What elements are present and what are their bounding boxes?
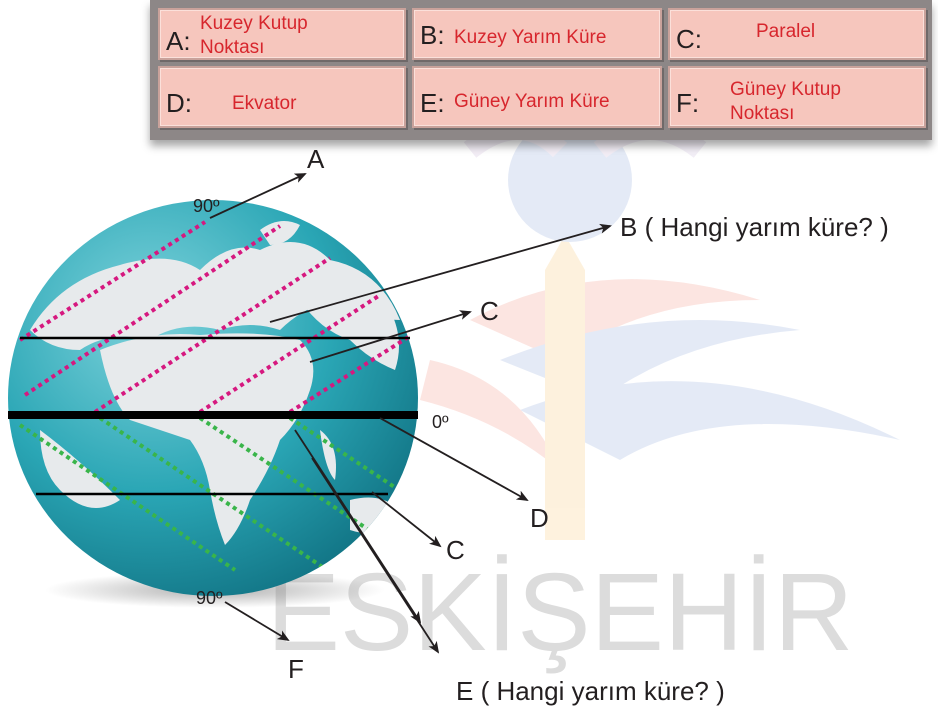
degree-label-top: 90º (193, 196, 220, 216)
watermark-text: ESKİŞEHİR (267, 551, 854, 674)
cell-letter: B: (420, 20, 445, 50)
cell-answer: Paralel (756, 21, 816, 42)
arrow-e-2 (294, 429, 422, 624)
cell-letter: C: (676, 24, 702, 54)
degree-label-equator: 0º (432, 412, 449, 432)
label-d: D (530, 503, 549, 533)
label-e: E ( Hangi yarım küre? ) (456, 676, 725, 706)
label-a: A (307, 144, 325, 174)
answer-cell-b: B: Kuzey Yarım Küre (412, 8, 662, 60)
label-f: F (288, 654, 304, 684)
arrow-d (379, 417, 529, 501)
cell-answer: Kuzey Yarım Küre (454, 27, 607, 48)
answer-cell-e: E: Güney Yarım Küre (412, 66, 662, 128)
answer-table: A: Kuzey Kutup Noktası B: Kuzey Yarım Kü… (150, 0, 932, 140)
northern-dotted-lines (18, 220, 412, 414)
cell-answer: Güney Yarım Küre (454, 91, 610, 112)
cell-answer: Kuzey Kutup Noktası (200, 13, 308, 58)
cell-letter: E: (420, 88, 445, 118)
cell-answer: Ekvator (232, 93, 297, 114)
answer-cell-f: F: Güney Kutup Noktası (668, 66, 926, 128)
arrow-c-bottom (371, 491, 442, 548)
answer-cell-d: D: Ekvator (158, 66, 406, 128)
answer-cell-a: A: Kuzey Kutup Noktası (158, 8, 406, 60)
arrow-a (209, 173, 307, 219)
cell-letter: F: (676, 88, 700, 118)
label-c-bottom: C (446, 535, 465, 565)
arrow-b (269, 223, 612, 323)
cell-letter: D: (166, 88, 192, 118)
label-c-top: C (480, 296, 499, 326)
label-b: B ( Hangi yarım küre? ) (620, 212, 889, 242)
cell-letter: A: (166, 26, 191, 56)
answer-cell-c: C: Paralel (668, 8, 926, 60)
cell-answer: Güney Kutup Noktası (730, 79, 841, 124)
arrow-f (224, 601, 290, 642)
arrow-c-top (309, 310, 472, 363)
degree-label-bottom: 90º (196, 588, 223, 608)
